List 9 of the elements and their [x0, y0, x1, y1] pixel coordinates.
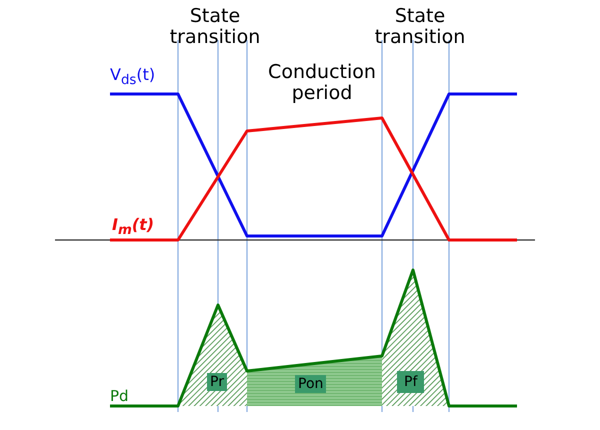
signal-label: V$_{ds}$(t): [110, 66, 156, 89]
loss-tag: Pf: [397, 371, 424, 393]
phase-heading: State transition: [374, 6, 466, 48]
signal-label: I$_{m}$(t): [112, 216, 154, 239]
loss-tag: Pon: [295, 375, 326, 393]
phase-heading: State transition: [168, 6, 262, 48]
signal-label: Pd: [110, 388, 129, 404]
phase-heading: Conduction period: [267, 62, 377, 104]
loss-tag: Pr: [207, 373, 227, 391]
